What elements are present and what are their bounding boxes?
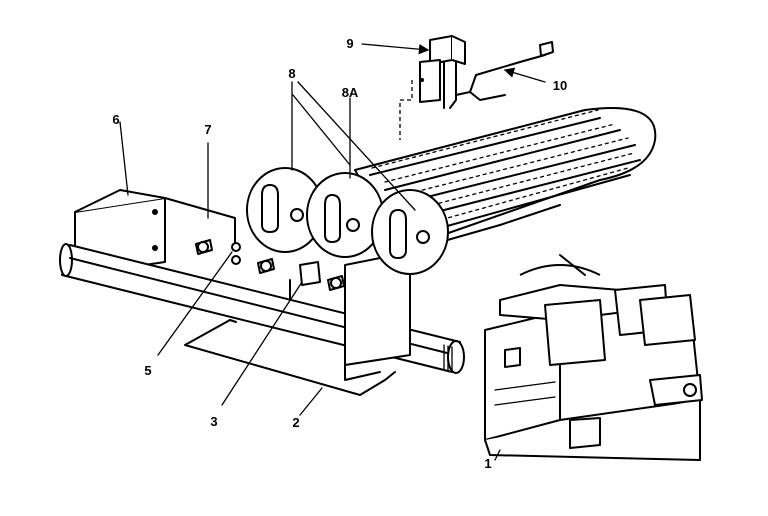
- callout-6: 6: [112, 112, 119, 127]
- leader-1: [494, 449, 501, 461]
- leader-3: [221, 281, 303, 406]
- leader-5: [157, 251, 233, 356]
- callout-3: 3: [210, 414, 217, 429]
- leader-lines: [119, 43, 546, 461]
- thermocouple: [455, 41, 554, 101]
- orifice-washer: [231, 242, 241, 265]
- callout-10: 10: [553, 78, 567, 93]
- orifice-right: [327, 275, 345, 291]
- leader-2: [299, 387, 323, 416]
- callout-labels: 1 2 3 5 6 7 8 8A 9 10: [112, 36, 567, 471]
- callout-8A: 8A: [342, 85, 359, 100]
- callout-9: 9: [346, 36, 353, 51]
- pipe-thread-end: [443, 340, 465, 374]
- air-shutter-left: [246, 167, 324, 253]
- leader-8b: [297, 81, 416, 211]
- leader-10: [503, 67, 546, 83]
- burner-port-row: [371, 109, 635, 228]
- pilot-fitting: [289, 261, 321, 301]
- air-shutter-right: [371, 189, 449, 275]
- callout-5: 5: [144, 363, 151, 378]
- callout-8: 8: [288, 66, 295, 81]
- pilot-tubing: [184, 319, 396, 396]
- gas-valve: [484, 254, 703, 461]
- air-shutter-middle: [306, 172, 384, 258]
- callout-1: 1: [484, 456, 491, 471]
- pilot-assembly: [399, 35, 466, 140]
- leader-6: [119, 121, 129, 196]
- leader-9: [361, 43, 430, 55]
- leader-8c: [292, 94, 351, 166]
- callout-7: 7: [204, 122, 211, 137]
- callout-2: 2: [292, 415, 299, 430]
- orifice-middle: [257, 258, 275, 274]
- orifice-left: [195, 239, 213, 255]
